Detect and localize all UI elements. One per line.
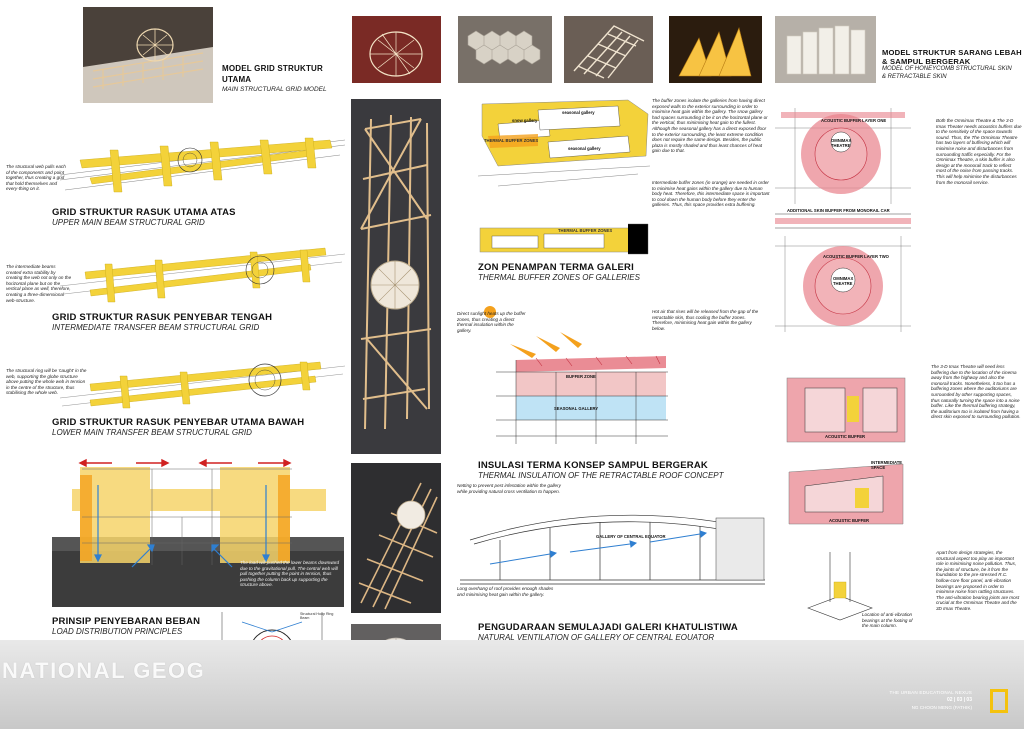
grid-model-tall-photo [351, 99, 441, 454]
thermal-buffer-subtitle: THERMAL BUFFER ZONES OF GALLERIES [478, 273, 640, 282]
load-distribution-note: The load will pushed the lower beams dow… [240, 560, 340, 588]
retractable-skin-lit-photo [669, 16, 762, 83]
upper-grid-title: GRID STRUKTUR RASUK UTAMA ATAS [52, 207, 236, 218]
buffer-zone-label: BUFFER ZONE [566, 374, 596, 379]
acoustic-note-3: Apart from design strategies, the struct… [936, 550, 1020, 611]
acoustic-note-1: Both the Omnimax Theatre & The 3-D Imax … [936, 118, 1022, 185]
acoustic-note-2: The 3-D Imax Theatre will need less buff… [931, 364, 1021, 420]
honeycomb-subtitle-line1: MODEL OF HONEYCOMB STRUCTURAL SKIN [882, 66, 1012, 72]
lower-grid-title: GRID STRUKTUR RASUK PENYEBAR UTAMA BAWAH [52, 417, 305, 428]
honeycomb-title-line2: & SAMPUL BERGERAK [882, 57, 971, 66]
seasonal-gallery-label: seasonal gallery [562, 110, 595, 115]
omnimax-plan-upper: ACOUSTIC BUFFER LAYER ONE OMNIMAX THEATR… [775, 108, 911, 204]
monorail-skin-drawing: ADDITIONAL SKIN BUFFER FROM MONORAIL CAR [775, 206, 911, 234]
insulation-note-1: Direct sunlight heats up the buffer zone… [457, 311, 526, 333]
thermal-buffer-note-1: The buffer zones isolate the galleries f… [652, 98, 768, 154]
lower-grid-drawing [60, 346, 345, 414]
seasonal-gallery-section-label: SEASONAL GALLERY [554, 406, 599, 411]
acoustic-buffer-label: ACOUSTIC BUFFER [825, 434, 866, 439]
skin-buffer-label: ADDITIONAL SKIN BUFFER FROM MONORAIL CAR [787, 208, 890, 213]
load-distribution-subtitle: LOAD DISTRIBUTION PRINCIPLES [52, 627, 183, 636]
acoustic-note-4: Location of anti-vibration bearings at t… [862, 612, 913, 629]
insulation-section-drawing: BUFFER ZONE SEASONAL GALLERY [496, 332, 668, 448]
thermal-buffer-title: ZON PENAMPAN TERMA GALERI [478, 262, 634, 273]
dome-model-photo [352, 16, 441, 83]
insulation-subtitle: THERMAL INSULATION OF THE RETRACTABLE RO… [478, 471, 724, 480]
author-name: NG CHOON MENG (FATHIK) [911, 705, 972, 710]
insulation-note-2: Hot air that rises will be released from… [652, 309, 759, 331]
lower-grid-subtitle: LOWER MAIN TRANSFER BEAM STRUCTURAL GRID [52, 428, 252, 437]
thermal-buffer-drawing: snow gallery seasonal gallery THERMAL BU… [478, 96, 650, 192]
omnimax-theatre-label: OMNIMAX THEATRE [831, 138, 852, 148]
honeycomb-skin-photo [458, 16, 552, 83]
insulation-title: INSULASI TERMA KONSEP SAMPUL BERGERAK [478, 460, 708, 471]
upper-grid-drawing [60, 120, 345, 200]
thermal-buffer-section: THERMAL BUFFER ZONES [478, 222, 650, 256]
retractable-skin-white-photo [775, 16, 876, 83]
ventilation-note-1: Netting to prevent pest infestation with… [457, 483, 561, 494]
upper-grid-subtitle: UPPER MAIN BEAM STRUCTURAL GRID [52, 218, 205, 227]
acoustic-layer-two-label: ACOUSTIC BUFFER LAYER TWO [823, 254, 889, 259]
omnimax-theatre-label-2: OMNIMAX THEATRE [833, 276, 854, 286]
main-grid-model-title: MODEL GRID STRUKTUR UTAMA [222, 64, 323, 84]
main-grid-model-subtitle: MAIN STRUCTURAL GRID MODEL [222, 86, 327, 93]
intermediate-grid-title: GRID STRUKTUR RASUK PENYEBAR TENGAH [52, 312, 273, 323]
thermal-buffer-zones-label: THERMAL BUFFER ZONES [484, 138, 539, 143]
load-distribution-drawing [52, 455, 344, 607]
intermediate-grid-note: The intermediate beams created extra sta… [6, 264, 72, 303]
intermediate-grid-subtitle: INTERMEDIATE TRANSFER BEAM STRUCTURAL GR… [52, 323, 260, 332]
honeycomb-title-line1: MODEL STRUKTUR SARANG LEBAH [882, 48, 1022, 57]
upper-grid-note: The structural web pulls each of the com… [6, 164, 66, 192]
honeycomb-subtitle-line2: & RETRACTABLE SKIN [882, 73, 947, 80]
intermediate-space-label: INTERMEDIATE SPACE [871, 460, 903, 470]
intermediate-grid-drawing [60, 236, 345, 308]
seasonal-gallery-label-2: seasonal gallery [568, 146, 601, 151]
ventilation-subtitle: NATURAL VENTILATION OF GALLERY OF CENTRA… [478, 633, 715, 642]
imax-plan-drawing: ACOUSTIC BUFFER [785, 374, 907, 446]
sheet-number: 02 | 03 | 03 [946, 697, 972, 703]
sun-icon [484, 306, 496, 318]
lower-grid-note: The structural ring will be 'caught' in … [6, 368, 87, 396]
acoustic-layer-one-label: ACOUSTIC BUFFER LAYER ONE [821, 118, 887, 123]
grid-model-perspective-photo [351, 463, 441, 613]
hoop-ring-label: Structural Hoop Ring Beam [300, 612, 334, 620]
thermal-buffer-note-2: Intermediate buffer zones (in orange) ar… [652, 180, 770, 208]
national-geographic-logo-icon [990, 689, 1008, 713]
main-grid-model-photo [83, 7, 213, 103]
load-distribution-title: PRINSIP PENYEBARAN BEBAN [52, 616, 201, 627]
gallery-central-equator-label: GALLERY OF CENTRAL EQUATOR [596, 534, 666, 539]
ventilation-title: PENGUDARAAN SEMULAJADI GALERI KHATULISTI… [478, 622, 738, 633]
snow-gallery-label: snow gallery [512, 118, 538, 123]
acoustic-buffer-label-2: ACOUSTIC BUFFER [829, 518, 870, 523]
honeycomb-detail-photo [564, 16, 653, 83]
footer-band [0, 640, 1024, 729]
ventilation-note-2: Long overhang of roof provides enough sh… [457, 586, 554, 597]
watermark-title: NATIONAL GEOG [2, 658, 206, 683]
imax-section-drawing: INTERMEDIATE SPACE ACOUSTIC BUFFER [785, 460, 907, 530]
ventilation-section-drawing: GALLERY OF CENTRAL EQUATOR [460, 500, 765, 586]
thermal-buffer-section-label: THERMAL BUFFER ZONES [558, 228, 613, 233]
anti-vibration-bearing-drawing [804, 552, 876, 632]
project-name: THE URBAN EDUCATIONAL NEXUS [889, 690, 972, 695]
omnimax-plan-lower: ACOUSTIC BUFFER LAYER TWO OMNIMAX THEATR… [775, 236, 911, 332]
